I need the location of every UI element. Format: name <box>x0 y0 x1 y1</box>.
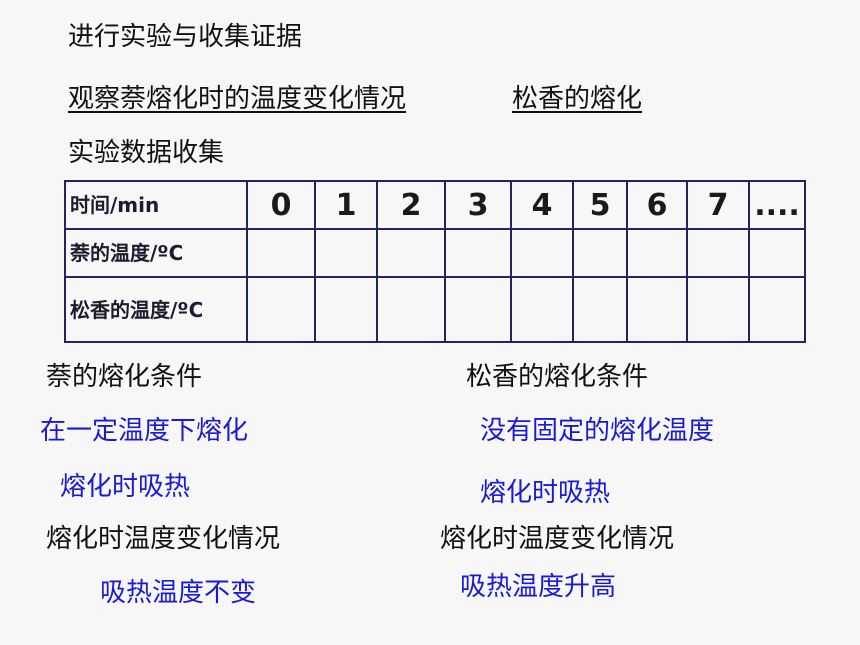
naphthalene-condition-1: 在一定温度下熔化 <box>40 416 249 446</box>
rosin-temp-heading: 熔化时温度变化情况 <box>440 524 675 554</box>
subtitle-naphthalene: 观察萘熔化时的温度变化情况 <box>68 84 407 114</box>
naphthalene-condition-2: 熔化时吸热 <box>60 472 191 502</box>
rosin-condition-2: 熔化时吸热 <box>480 478 611 508</box>
table-row-rosin: 松香的温度/ºC <box>64 276 806 343</box>
empty-cell <box>376 276 446 343</box>
empty-cell <box>572 276 628 343</box>
rosin-conditions-heading: 松香的熔化条件 <box>466 362 649 392</box>
time-cell: 2 <box>376 180 446 230</box>
empty-cell <box>376 228 446 278</box>
time-cell: 6 <box>626 180 688 230</box>
time-cell: 5 <box>572 180 628 230</box>
time-cell: 4 <box>510 180 574 230</box>
empty-cell <box>510 276 574 343</box>
empty-cell <box>314 276 378 343</box>
subtitle-rosin: 松香的熔化 <box>512 84 643 114</box>
empty-cell <box>626 228 688 278</box>
empty-cell <box>314 228 378 278</box>
data-heading: 实验数据收集 <box>68 138 225 168</box>
row-header-rosin: 松香的温度/ºC <box>64 276 248 343</box>
empty-cell <box>246 276 316 343</box>
row-header-time: 时间/min <box>64 180 248 230</box>
empty-cell <box>686 276 750 343</box>
time-cell: .... <box>748 180 806 230</box>
page-title: 进行实验与收集证据 <box>68 22 303 52</box>
empty-cell <box>686 228 750 278</box>
rosin-condition-1: 没有固定的熔化温度 <box>480 416 715 446</box>
rosin-temp-result: 吸热温度升高 <box>460 572 617 602</box>
time-cell: 7 <box>686 180 750 230</box>
time-cell: 1 <box>314 180 378 230</box>
empty-cell <box>748 276 806 343</box>
naphthalene-temp-result: 吸热温度不变 <box>100 578 257 608</box>
time-cell: 3 <box>444 180 512 230</box>
empty-cell <box>510 228 574 278</box>
empty-cell <box>748 228 806 278</box>
naphthalene-temp-heading: 熔化时温度变化情况 <box>46 524 281 554</box>
time-cell: 0 <box>246 180 316 230</box>
empty-cell <box>444 276 512 343</box>
empty-cell <box>572 228 628 278</box>
empty-cell <box>246 228 316 278</box>
table-row-time: 时间/min 0 1 2 3 4 5 6 7 .... <box>64 180 806 230</box>
row-header-naphthalene: 萘的温度/ºC <box>64 228 248 278</box>
empty-cell <box>444 228 512 278</box>
data-table: 时间/min 0 1 2 3 4 5 6 7 .... 萘的温度/ºC 松香的温… <box>64 180 806 343</box>
empty-cell <box>626 276 688 343</box>
naphthalene-conditions-heading: 萘的熔化条件 <box>46 362 203 392</box>
table-row-naphthalene: 萘的温度/ºC <box>64 228 806 278</box>
